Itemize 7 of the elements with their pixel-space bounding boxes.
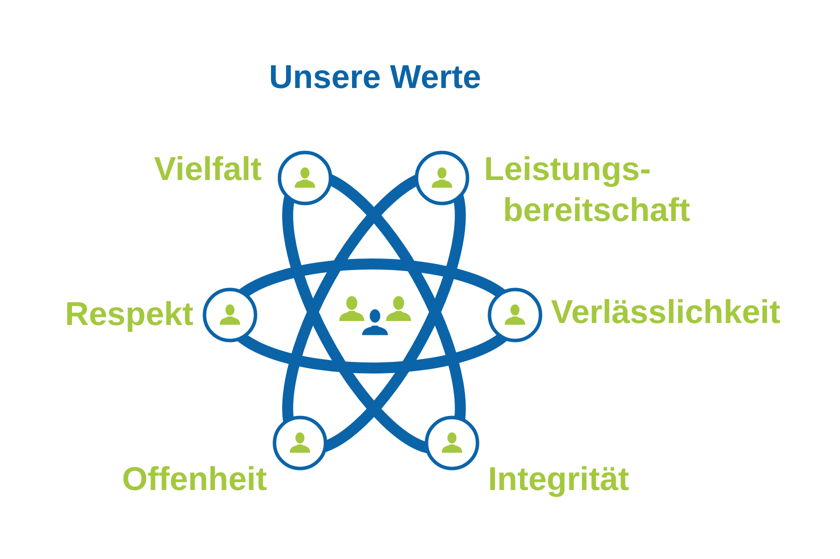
title: Unsere Werte <box>269 57 482 97</box>
value-label: Verlässlichkeit <box>551 292 780 332</box>
value-label: Leistungs- bereitschaft <box>484 148 692 230</box>
value-label: Vielfalt <box>154 148 262 188</box>
value-label: Offenheit <box>122 458 267 498</box>
value-label: Respekt <box>65 294 193 334</box>
value-label: Integrität <box>488 458 629 498</box>
